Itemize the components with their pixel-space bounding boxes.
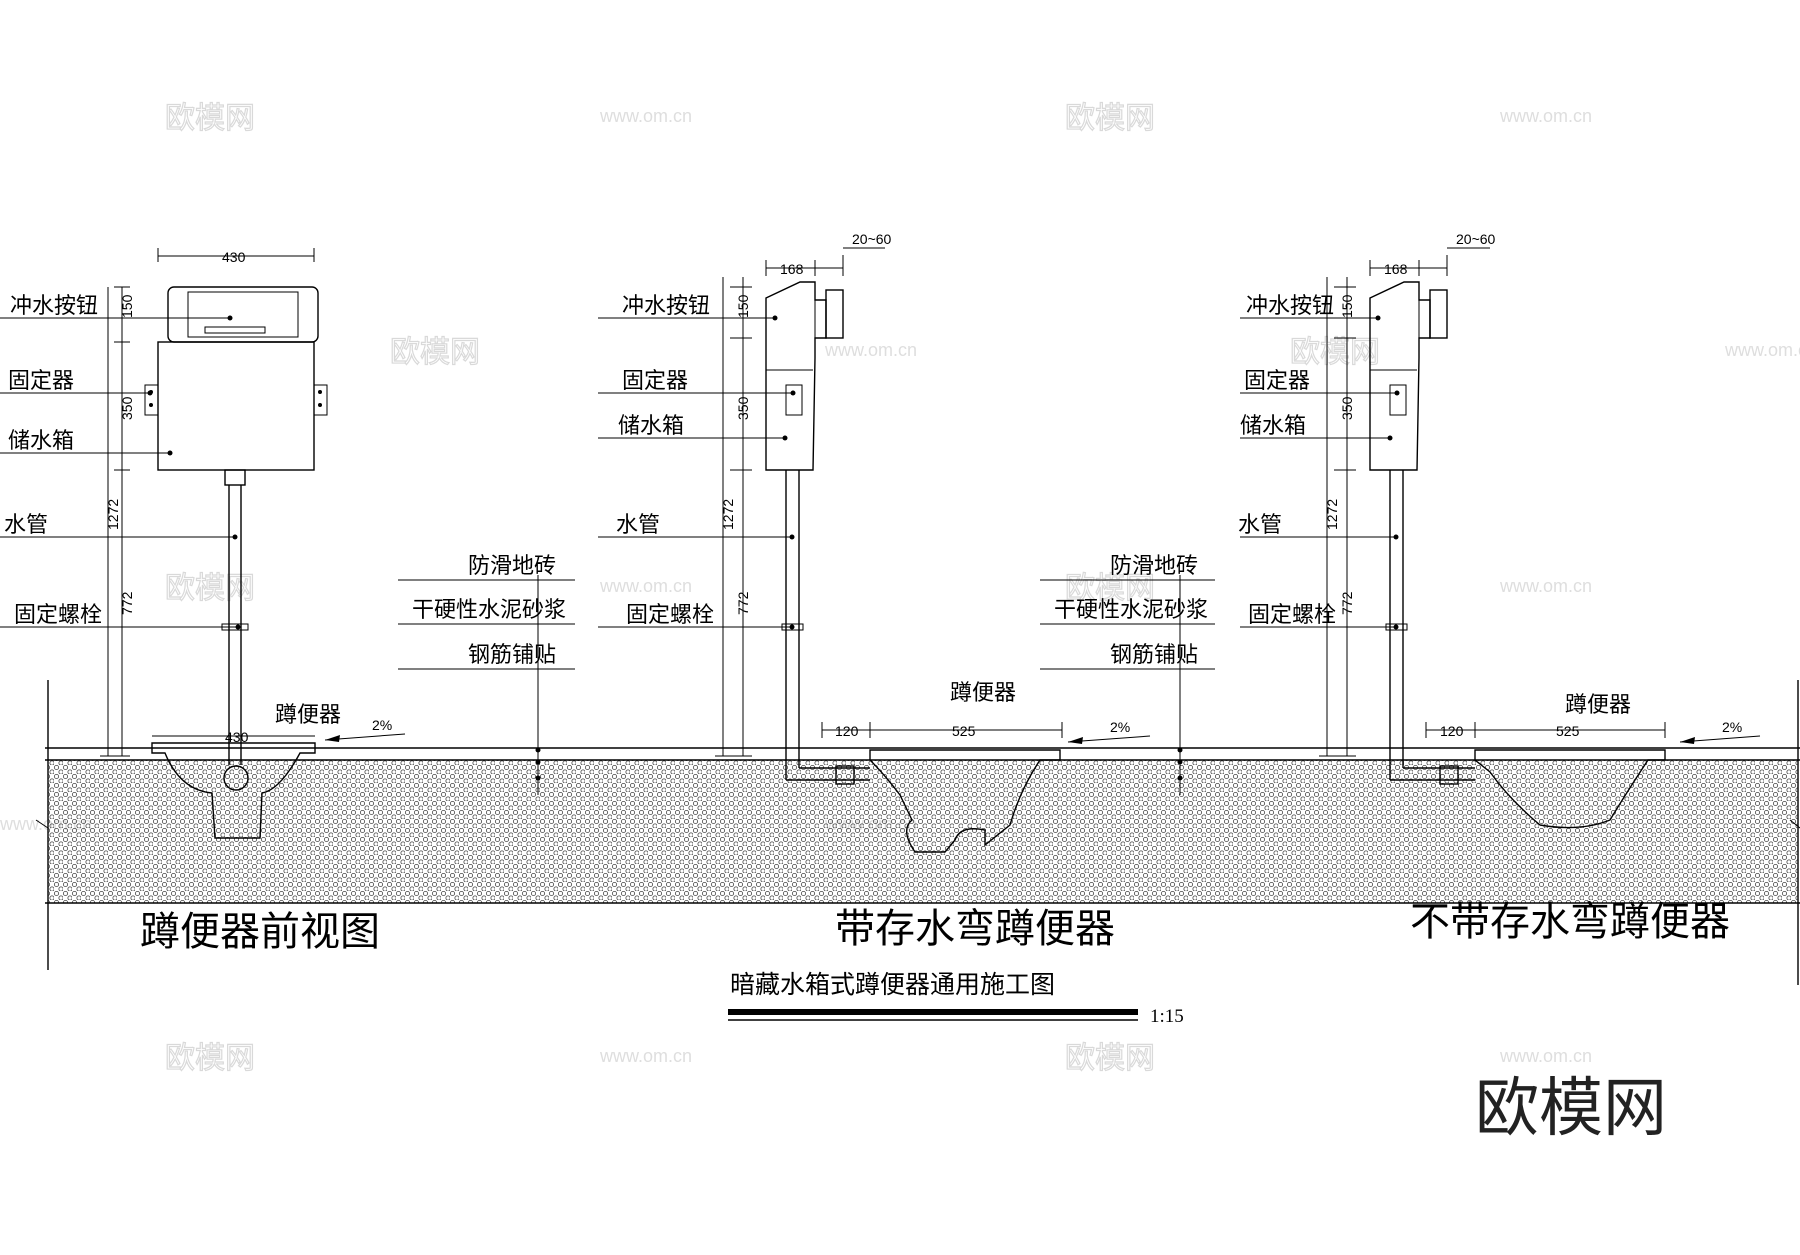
watermark-cn: 欧模网 [390, 335, 480, 370]
watermark-layer: 欧模网 www.om.cn 欧模网 www.om.cn 欧模网 www.om.c… [0, 100, 1800, 1076]
dim-h350: 350 [119, 396, 135, 420]
watermark-url: www.om.cn [599, 576, 692, 596]
watermark-url: www.om.cn [1724, 340, 1800, 360]
dim-top168: 168 [1384, 261, 1408, 277]
dim-bottom-width: 430 [225, 729, 249, 745]
dim-h150: 150 [735, 294, 751, 318]
watermark-cn: 欧模网 [1065, 1041, 1155, 1076]
slope-front: 2% [372, 717, 392, 733]
label-rebar: 钢筋铺贴 [468, 643, 556, 668]
dim-d120: 120 [835, 723, 859, 739]
dim-gap: 20~60 [852, 231, 892, 247]
label-tank: 储水箱 [1240, 414, 1306, 439]
label-fixer: 固定器 [1244, 369, 1310, 394]
label-squat: 蹲便器 [950, 681, 1016, 706]
label-pipe: 水管 [4, 513, 48, 538]
watermark-url: www.om.cn [599, 1046, 692, 1066]
water-tank [157, 341, 315, 471]
dim-h150: 150 [1339, 294, 1355, 318]
front-view: 430 430 150 350 1272 772 冲水按钮 固定器 储水箱 水管… [0, 248, 406, 955]
dim-h772: 772 [735, 591, 751, 615]
label-tank: 储水箱 [8, 429, 74, 454]
label-pipe: 水管 [1238, 513, 1282, 538]
trap-view: 168 20~60 150 350 1272 772 120 525 冲水按钮 … [598, 231, 1151, 952]
fixer-side [785, 384, 803, 416]
label-rebar: 钢筋铺贴 [1110, 643, 1198, 668]
dim-h772: 772 [119, 591, 135, 615]
dim-top168: 168 [780, 261, 804, 277]
label-flush-button: 冲水按钮 [1246, 294, 1334, 319]
dim-h772: 772 [1339, 591, 1355, 615]
label-squat: 蹲便器 [1565, 693, 1631, 718]
brand-logo: 欧模网 [1475, 1072, 1667, 1146]
dim-gap: 20~60 [1456, 231, 1496, 247]
label-mortar: 干硬性水泥砂浆 [1054, 598, 1208, 623]
label-flush-button: 冲水按钮 [622, 294, 710, 319]
floor-layers-left: 防滑地砖 干硬性水泥砂浆 钢筋铺贴 [398, 554, 575, 795]
watermark-cn: 欧模网 [1290, 335, 1380, 370]
label-fixer: 固定器 [622, 369, 688, 394]
flush-button-icon [187, 291, 299, 338]
watermark-url: www.om.cn [1499, 576, 1592, 596]
watermark-url: www.om.cn [824, 340, 917, 360]
flush-button-side [825, 289, 844, 339]
dim-d525: 525 [1556, 723, 1580, 739]
label-bolt: 固定螺栓 [626, 603, 714, 628]
dim-h1272: 1272 [1324, 499, 1340, 530]
watermark-url: www.om.cn [1499, 1046, 1592, 1066]
floor-layers-right: 防滑地砖 干硬性水泥砂浆 钢筋铺贴 [1040, 554, 1215, 795]
squat-pan-trap [869, 749, 1061, 853]
fixer-side [1389, 384, 1407, 416]
dim-h350: 350 [1339, 396, 1355, 420]
title-block: 暗藏水箱式蹲便器通用施工图 1:15 [728, 970, 1184, 1027]
watermark-cn: 欧模网 [165, 1041, 255, 1076]
label-bolt: 固定螺栓 [1248, 603, 1336, 628]
view-title-trap: 带存水弯蹲便器 [835, 906, 1115, 952]
dim-h1272: 1272 [720, 499, 736, 530]
watermark-cn: 欧模网 [1065, 571, 1155, 606]
label-squat: 蹲便器 [275, 703, 341, 728]
water-tank-side [765, 281, 827, 471]
fixer-bracket [313, 384, 328, 416]
label-flush-button: 冲水按钮 [10, 294, 98, 319]
ground-slab [35, 680, 1800, 985]
label-pipe: 水管 [616, 513, 660, 538]
water-tank-side [1369, 281, 1431, 471]
drawing-title: 暗藏水箱式蹲便器通用施工图 [730, 970, 1055, 999]
dim-h150: 150 [119, 294, 135, 318]
squat-pan-front [151, 742, 316, 839]
fixer-bracket [144, 384, 159, 416]
drawing-scale: 1:15 [1150, 1006, 1184, 1027]
watermark-url: www.om.cn [599, 106, 692, 126]
label-bolt: 固定螺栓 [14, 603, 102, 628]
label-fixer: 固定器 [8, 369, 74, 394]
view-title-notrap: 不带存水弯蹲便器 [1410, 899, 1730, 945]
watermark-url: www.om.cn [1499, 106, 1592, 126]
squat-pan-notrap [1474, 749, 1666, 829]
watermark-cn: 欧模网 [165, 101, 255, 136]
label-tank: 储水箱 [618, 414, 684, 439]
dim-h350: 350 [735, 396, 751, 420]
label-tile: 防滑地砖 [1110, 554, 1198, 579]
label-mortar: 干硬性水泥砂浆 [412, 598, 566, 623]
flush-button-housing [167, 286, 319, 343]
dim-d525: 525 [952, 723, 976, 739]
notrap-view: 168 20~60 150 350 1272 772 120 525 冲水按钮 … [1238, 231, 1761, 945]
slope-trap: 2% [1110, 719, 1130, 735]
label-tile: 防滑地砖 [468, 554, 556, 579]
dim-d120: 120 [1440, 723, 1464, 739]
watermark-cn: 欧模网 [1065, 101, 1155, 136]
slope-notrap: 2% [1722, 719, 1742, 735]
dim-h1272: 1272 [105, 499, 121, 530]
view-title-front: 蹲便器前视图 [140, 909, 380, 955]
dim-top-width: 430 [222, 249, 246, 265]
flush-button-side [1429, 289, 1448, 339]
